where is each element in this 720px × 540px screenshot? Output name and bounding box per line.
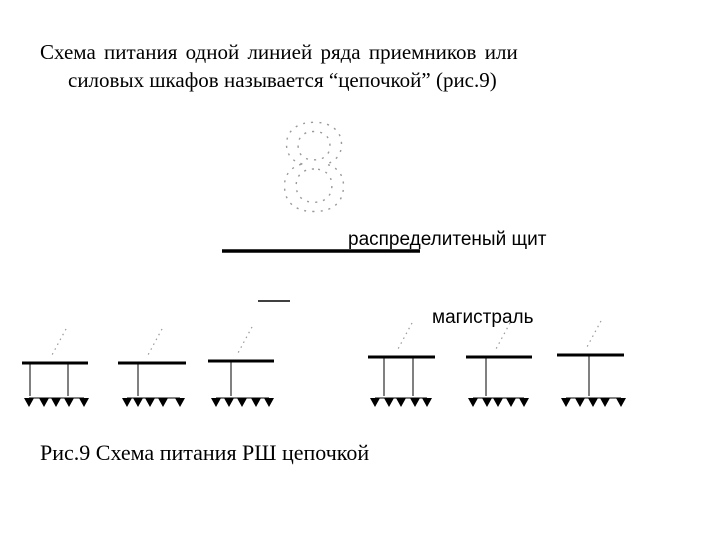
intro-line-1: Схема питания одной линией ряда приемник… bbox=[40, 40, 518, 64]
receiver-marker bbox=[122, 398, 132, 407]
receiver-marker bbox=[145, 398, 155, 407]
receiver-marker bbox=[175, 398, 185, 407]
receiver-marker bbox=[396, 398, 406, 407]
feeder-dotted-line bbox=[397, 322, 413, 350]
receiver-marker bbox=[561, 398, 571, 407]
feeder-dotted-line bbox=[51, 328, 67, 356]
feeder-dotted-line bbox=[237, 326, 253, 354]
receiver-marker bbox=[224, 398, 234, 407]
trunk-line-label: магистраль bbox=[432, 307, 534, 328]
receiver-marker bbox=[468, 398, 478, 407]
receiver-marker bbox=[422, 398, 432, 407]
feeder-dotted-line bbox=[147, 328, 163, 356]
receiver-marker bbox=[519, 398, 529, 407]
receiver-marker bbox=[600, 398, 610, 407]
receiver-marker bbox=[493, 398, 503, 407]
receiver-marker bbox=[51, 398, 61, 407]
receiver-marker bbox=[506, 398, 516, 407]
receiver-marker bbox=[384, 398, 394, 407]
receiver-marker bbox=[39, 398, 49, 407]
receiver-marker bbox=[211, 398, 221, 407]
receiver-marker bbox=[79, 398, 89, 407]
intro-line-2: силовых шкафов называется “цепочкой” (ри… bbox=[68, 68, 497, 92]
receiver-marker bbox=[482, 398, 492, 407]
receiver-marker bbox=[588, 398, 598, 407]
receiver-marker bbox=[237, 398, 247, 407]
receiver-marker bbox=[24, 398, 34, 407]
receiver-marker bbox=[616, 398, 626, 407]
receiver-marker bbox=[64, 398, 74, 407]
receiver-marker bbox=[158, 398, 168, 407]
distribution-panel-label: распределитеный щит bbox=[348, 229, 547, 250]
receiver-marker bbox=[251, 398, 261, 407]
receiver-marker bbox=[264, 398, 274, 407]
figure-caption: Рис.9 Схема питания РШ цепочкой bbox=[40, 440, 370, 465]
receiver-marker bbox=[133, 398, 143, 407]
receiver-marker bbox=[575, 398, 585, 407]
cabinet-group bbox=[22, 320, 626, 407]
intro-text: Схема питания одной линией ряда приемник… bbox=[40, 38, 680, 94]
feeder-dotted-line bbox=[586, 320, 602, 348]
faint-digit-outline: 8 bbox=[276, 100, 351, 238]
receiver-marker bbox=[410, 398, 420, 407]
receiver-marker bbox=[370, 398, 380, 407]
